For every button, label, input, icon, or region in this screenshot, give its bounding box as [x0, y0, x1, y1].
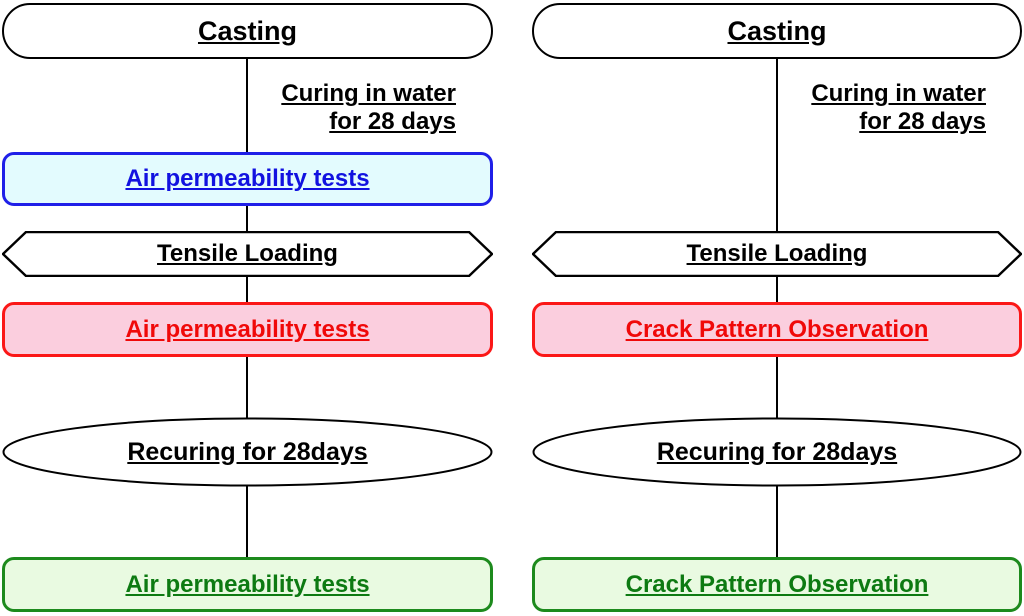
connector-right-recuring-to-crack2 — [776, 486, 778, 558]
node-left-casting-label: Casting — [197, 15, 297, 46]
node-left-air-permeability-2-label: Air permeability tests — [125, 315, 370, 343]
node-left-tensile-loading[interactable]: Tensile Loading — [2, 231, 493, 277]
node-left-air-permeability-3[interactable]: Air permeability tests — [2, 557, 493, 612]
connector-right-tensile-to-crack1 — [776, 275, 778, 303]
ellipse-shape — [2, 417, 493, 487]
connector-left-tensile-to-air2 — [246, 275, 248, 303]
connector-left-air1-to-tensile — [246, 205, 248, 233]
node-right-crack-pattern-2-label: Crack Pattern Observation — [625, 570, 929, 598]
node-right-tensile-loading[interactable]: Tensile Loading — [532, 231, 1022, 277]
node-right-crack-pattern-1[interactable]: Crack Pattern Observation — [532, 302, 1022, 357]
node-right-casting-label: Casting — [727, 15, 827, 46]
node-left-air-permeability-1-label: Air permeability tests — [125, 165, 370, 192]
connector-right-casting-to-tensile — [776, 57, 778, 233]
node-left-air-permeability-3-label: Air permeability tests — [125, 570, 370, 598]
edge-note-right-curing-line1: Curing in water — [811, 80, 986, 107]
connector-left-casting-to-air1 — [246, 57, 248, 154]
edge-note-right-curing: Curing in water for 28 days — [780, 80, 986, 136]
node-right-recuring-label: Recuring for 28days — [656, 437, 898, 466]
node-right-crack-pattern-1-label: Crack Pattern Observation — [625, 315, 929, 343]
hexagon-shape — [532, 231, 1022, 277]
edge-note-left-curing: Curing in water for 28 days — [250, 80, 456, 136]
node-left-recuring-label: Recuring for 28days — [127, 437, 368, 466]
node-right-recuring[interactable]: Recuring for 28days — [532, 417, 1022, 487]
node-right-tensile-loading-label: Tensile Loading — [686, 240, 868, 267]
node-left-air-permeability-2[interactable]: Air permeability tests — [2, 302, 493, 357]
connector-right-crack1-to-recuring — [776, 356, 778, 422]
node-right-casting[interactable]: Casting — [532, 3, 1022, 59]
hexagon-shape — [2, 231, 493, 277]
connector-left-air2-to-recuring — [246, 356, 248, 422]
connector-left-recuring-to-air3 — [246, 486, 248, 558]
edge-note-left-curing-line2: for 28 days — [329, 107, 456, 135]
ellipse-shape — [532, 417, 1022, 487]
edge-note-right-curing-line2: for 28 days — [859, 107, 986, 135]
node-left-casting[interactable]: Casting — [2, 3, 493, 59]
node-left-air-permeability-1[interactable]: Air permeability tests — [2, 152, 493, 206]
node-left-tensile-loading-label: Tensile Loading — [157, 240, 338, 267]
node-left-recuring[interactable]: Recuring for 28days — [2, 417, 493, 487]
node-right-crack-pattern-2[interactable]: Crack Pattern Observation — [532, 557, 1022, 612]
edge-note-left-curing-line1: Curing in water — [281, 80, 456, 107]
